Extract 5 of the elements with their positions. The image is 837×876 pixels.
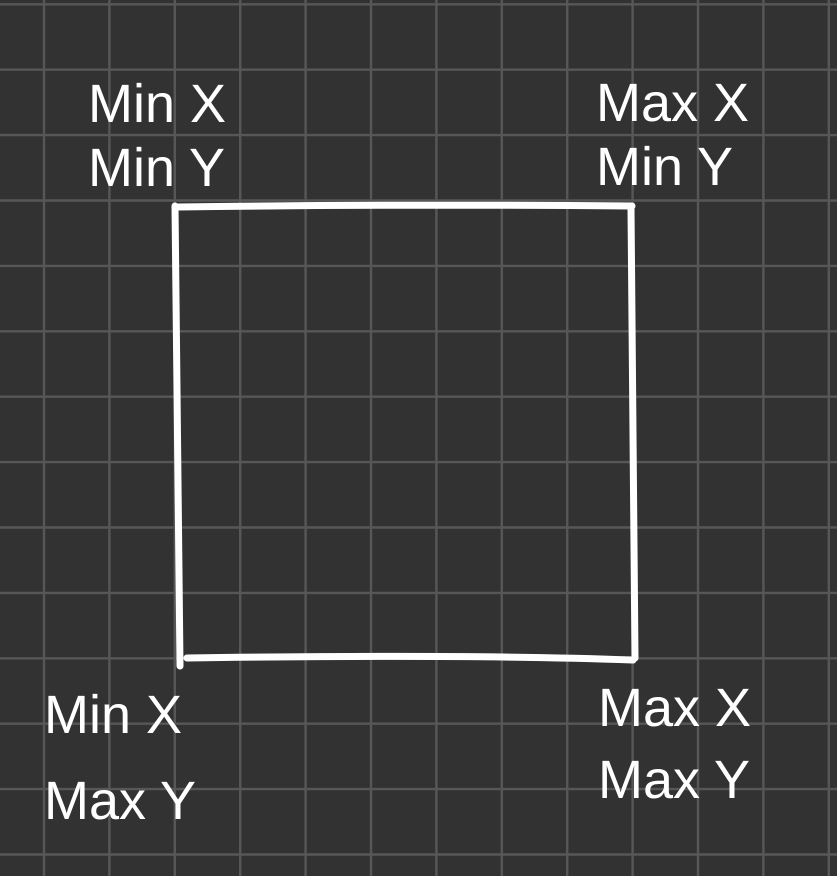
square-outline	[171, 200, 640, 670]
corner-label: Max X Max Y	[598, 677, 752, 812]
corner-label: Max X Min Y	[596, 72, 750, 199]
corner-label: Min X Min Y	[88, 73, 228, 200]
corner-label: Min X Max Y	[44, 684, 198, 833]
